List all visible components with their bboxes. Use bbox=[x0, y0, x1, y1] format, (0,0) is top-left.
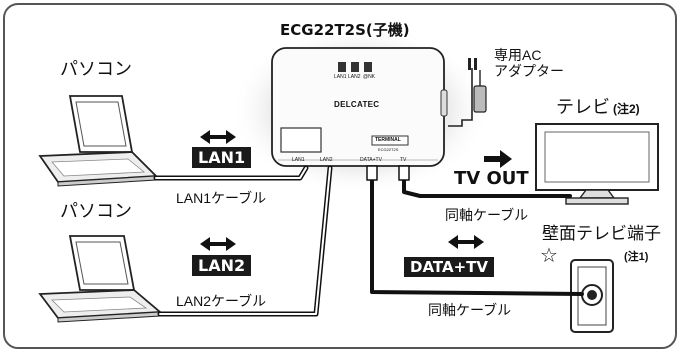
pc1-label: パソコン bbox=[60, 59, 132, 79]
tv-out-label: TV OUT bbox=[454, 168, 529, 189]
tv-right-arrow bbox=[484, 150, 512, 168]
coax-tv-label: 同軸ケーブル bbox=[445, 207, 529, 223]
device-port-label-3: @NK bbox=[363, 74, 376, 80]
wall-star: ☆ bbox=[540, 245, 558, 267]
device-bottom-port-datatv: DATA+TV bbox=[360, 157, 382, 163]
tv-note: (注2) bbox=[613, 102, 640, 116]
lan1-badge: LAN1 bbox=[192, 147, 252, 168]
lan1-double-arrow bbox=[200, 130, 236, 144]
lan1-cable-label: LAN1ケーブル bbox=[176, 190, 267, 206]
wall-label: 壁面テレビ端子 bbox=[542, 224, 661, 243]
side-knob bbox=[440, 89, 448, 117]
lan2-cable-label: LAN2ケーブル bbox=[176, 293, 267, 309]
wall-tv-terminal bbox=[570, 259, 614, 333]
lan2-double-arrow bbox=[200, 237, 236, 251]
device-title: ECG22T2S(子機) bbox=[280, 21, 410, 39]
top-port-lan2 bbox=[351, 62, 359, 72]
device-label-box bbox=[280, 127, 322, 153]
device-port-label-2: LAN2 bbox=[348, 74, 361, 80]
laptop-1 bbox=[38, 95, 159, 187]
datatv-double-arrow bbox=[448, 235, 484, 249]
arrows bbox=[200, 130, 512, 251]
tv-label: テレビ bbox=[556, 97, 610, 117]
device-brand: DELCATEC bbox=[334, 100, 380, 109]
adapter-label-line1: 専用AC bbox=[494, 47, 542, 63]
device-terminal-label: TERMINAL bbox=[375, 137, 401, 143]
wall-note: (注1) bbox=[624, 251, 649, 263]
device-bottom-port-tv: TV bbox=[400, 157, 407, 163]
laptop-2 bbox=[38, 235, 163, 323]
top-port-lan1 bbox=[338, 62, 346, 72]
adapter-label-line2: アダプター bbox=[494, 63, 564, 79]
device-port-label-1: LAN1 bbox=[334, 74, 347, 80]
cables bbox=[153, 165, 584, 317]
television bbox=[535, 123, 659, 205]
terminal-device bbox=[271, 47, 448, 167]
device-bottom-port-lan2: LAN2 bbox=[320, 157, 333, 163]
datatv-badge: DATA+TV bbox=[404, 257, 494, 277]
device-bottom-port-lan1: LAN1 bbox=[292, 157, 305, 163]
top-port-link bbox=[364, 62, 372, 72]
coax-wall-label: 同軸ケーブル bbox=[428, 302, 512, 318]
terminal-plate bbox=[371, 135, 409, 146]
pc2-label: パソコン bbox=[60, 201, 132, 221]
lan2-badge: LAN2 bbox=[192, 255, 252, 276]
ac-adapter bbox=[448, 58, 487, 127]
outer-frame bbox=[3, 3, 677, 349]
device-model-small: ECG22T2S bbox=[378, 147, 399, 152]
